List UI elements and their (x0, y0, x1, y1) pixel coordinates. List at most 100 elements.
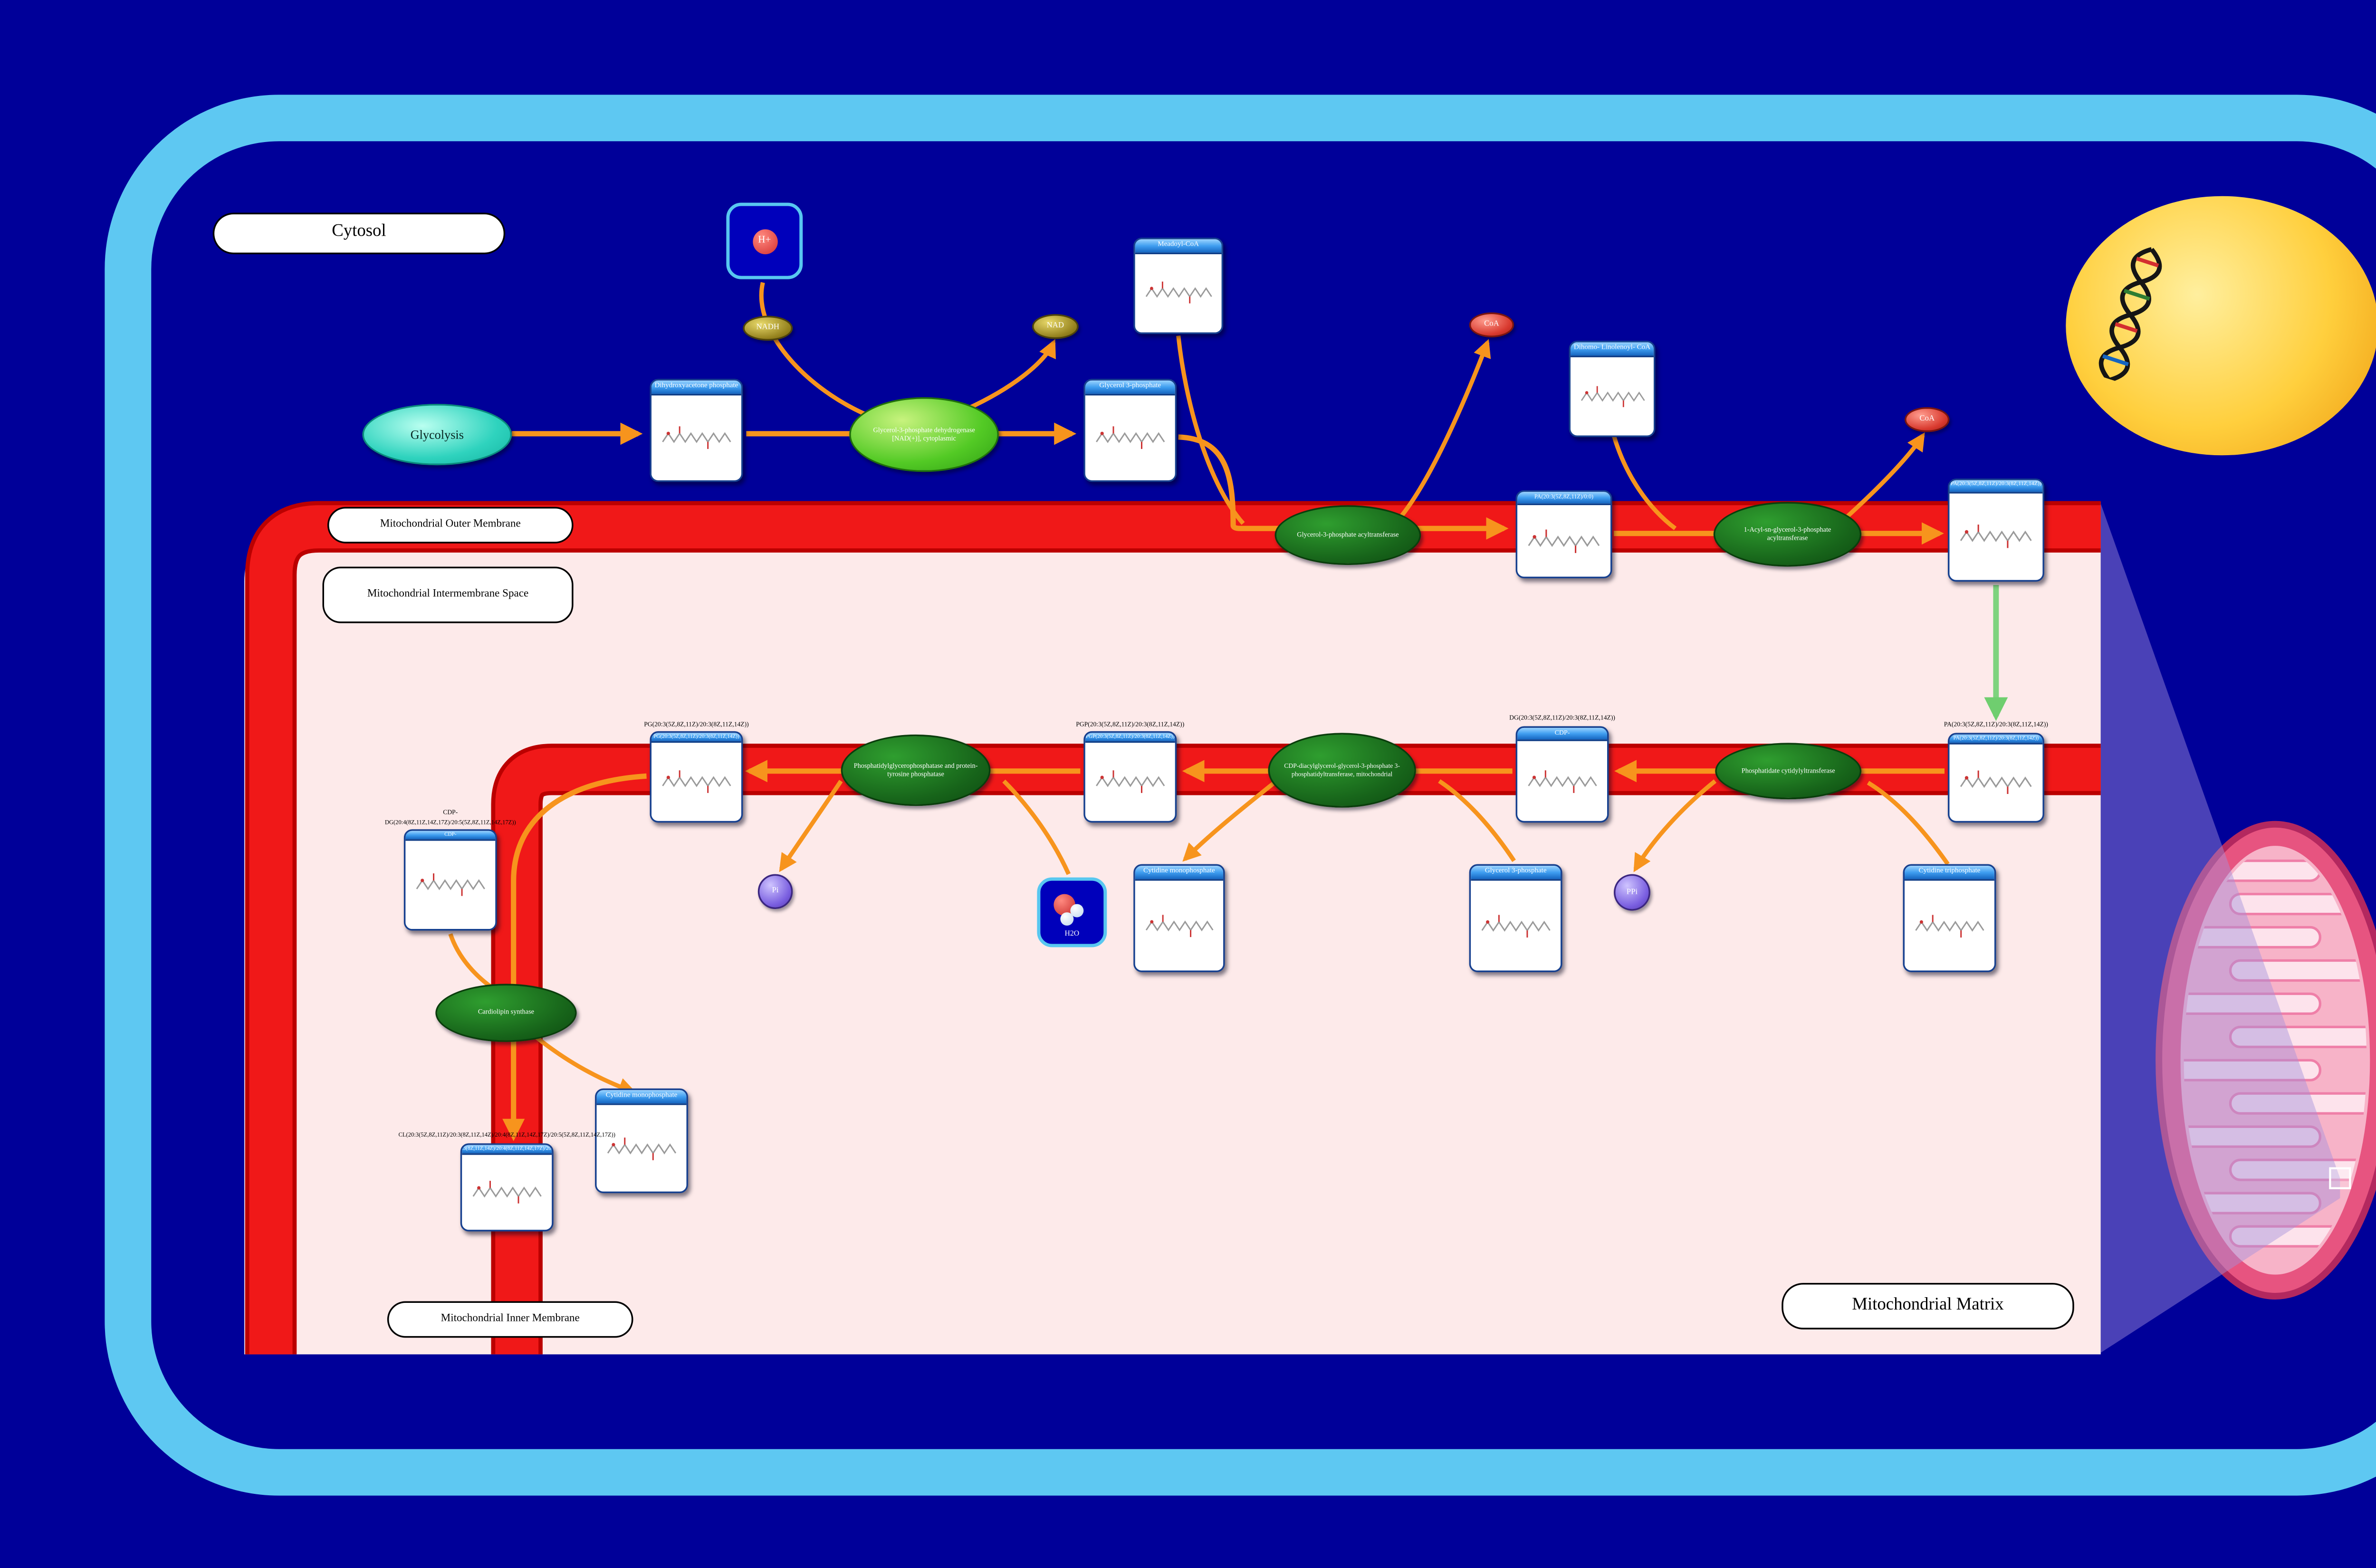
intermembrane-space-label-text: Mitochondrial Intermembrane Space (367, 588, 529, 601)
chemical-structure (1517, 505, 1610, 577)
metabolite-pg-header: PG(20:3(5Z,8Z,11Z)/20:3(8Z,11Z,14Z)) (651, 733, 741, 744)
metabolite-g3p-matrix[interactable]: Glycerol 3-phosphate (1469, 864, 1562, 972)
nad-badge[interactable]: NAD (1032, 314, 1079, 339)
metabolite-pa-matrix-outside-label: PA(20:3(5Z,8Z,11Z)/20:3(8Z,11Z,14Z)) (1944, 720, 2048, 727)
enzyme-gpd1-label: Glycerol-3-phosphate dehydrogenase [NAD(… (873, 425, 975, 441)
water-node[interactable]: H2O (1037, 877, 1107, 947)
nad-label: NAD (1046, 322, 1064, 331)
enzyme-cds[interactable]: Phosphatidate cytidylyltransferase (1715, 743, 1862, 800)
glycolysis-label: Glycolysis (410, 427, 464, 442)
metabolite-cdp-dg[interactable]: CDP- (1515, 726, 1609, 823)
enzyme-gpat-label: Glycerol-3-phosphate acyltransferase (1297, 529, 1399, 538)
metabolite-cardiolipin[interactable]: CL(20:3(5Z,8Z,11Z)/20:3(8Z,11Z,14Z)/20:4… (460, 1143, 554, 1232)
metabolite-lpa-label: PA(20:3(5Z,8Z,11Z)/0:0) (1517, 492, 1610, 505)
metabolite-cdp-dg-2[interactable]: CDP- (403, 829, 497, 931)
inner-membrane-band (491, 744, 2101, 1355)
coa-badge-2[interactable]: CoA (1905, 407, 1950, 432)
metabolite-meadoyl-coa[interactable]: Meadoyl-CoA (1133, 238, 1224, 334)
chemical-structure (651, 395, 741, 480)
metabolite-dhap-label: Dihydroxyacetone phosphate (651, 380, 741, 395)
metabolite-pa-cytosolic[interactable]: PA(20:3(5Z,8Z,11Z)/20:3(8Z,11Z,14Z)) (1947, 478, 2044, 582)
chemical-structure (1135, 880, 1224, 971)
chemical-structure (1949, 745, 2043, 821)
metabolite-dhap[interactable]: Dihydroxyacetone phosphate (650, 379, 743, 482)
coa-1-label: CoA (1484, 320, 1499, 329)
outer-membrane-label: Mitochondrial Outer Membrane (327, 507, 574, 544)
dna-icon (2098, 247, 2162, 382)
enzyme-pgps-label: CDP-diacylglycerol-glycerol-3-phosphate … (1284, 762, 1400, 777)
metabolite-lpa[interactable]: PA(20:3(5Z,8Z,11Z)/0:0) (1515, 490, 1612, 579)
chemical-structure (1571, 356, 1654, 436)
ppi-label: PPi (1626, 888, 1638, 897)
metabolite-pgp-header: PGP(20:3(5Z,8Z,11Z)/20:3(8Z,11Z,14Z)) (1085, 733, 1175, 744)
metabolite-dihomo-linolenoyl-coa[interactable]: Dihomo- Linolenoyl- CoA (1569, 340, 1656, 437)
water-molecule-icon: H2O (1049, 889, 1095, 937)
coa-badge-1[interactable]: CoA (1469, 312, 1514, 337)
enzyme-gpd1[interactable]: Glycerol-3-phosphate dehydrogenase [NAD(… (849, 397, 999, 472)
metabolite-dihomo-coa-label: Dihomo- Linolenoyl- CoA (1571, 342, 1654, 357)
cytosol-label: Cytosol (212, 212, 506, 255)
chemical-structure (462, 1155, 552, 1230)
metabolite-cmp-1[interactable]: Cytidine monophosphate (1133, 864, 1225, 972)
enzyme-cds-label: Phosphatidate cytidylyltransferase (1741, 765, 1835, 774)
proton-label: H+ (758, 236, 771, 246)
matrix-label: Mitochondrial Matrix (1782, 1282, 2074, 1329)
chemical-structure (596, 1104, 687, 1192)
glycolysis-node[interactable]: Glycolysis (362, 403, 512, 466)
nadh-label: NADH (756, 324, 780, 333)
outer-membrane-label-text: Mitochondrial Outer Membrane (380, 518, 521, 531)
chemical-structure (1517, 742, 1607, 821)
metabolite-ctp[interactable]: Cytidine triphosphate (1903, 864, 1996, 972)
enzyme-pgps[interactable]: CDP-diacylglycerol-glycerol-3-phosphate … (1268, 733, 1416, 808)
enzyme-cardiolipin-synthase[interactable]: Cardiolipin synthase (435, 984, 577, 1042)
enzyme-agpat[interactable]: 1-Acyl-sn-glycerol-3-phosphate acyltrans… (1713, 502, 1862, 567)
metabolite-cmp-2[interactable]: Cytidine monophosphate (595, 1088, 688, 1194)
ppi-badge[interactable]: PPi (1613, 874, 1650, 911)
metabolite-cdp-dg-outside-label: DG(20:3(5Z,8Z,11Z)/20:3(8Z,11Z,14Z)) (1509, 714, 1615, 721)
matrix-label-text: Mitochondrial Matrix (1852, 1296, 2004, 1315)
enzyme-ptpmt1-label: Phosphatidylglycerophosphatase and prote… (853, 760, 978, 777)
metabolite-pgp-outside-label: PGP(20:3(5Z,8Z,11Z)/20:3(8Z,11Z,14Z)) (1076, 720, 1185, 727)
enzyme-ptpmt1[interactable]: Phosphatidylglycerophosphatase and prote… (841, 734, 991, 806)
metabolite-pa-label: PA(20:3(5Z,8Z,11Z)/20:3(8Z,11Z,14Z)) (1949, 480, 2043, 493)
metabolite-pg-outside-label: PG(20:3(5Z,8Z,11Z)/20:3(8Z,11Z,14Z)) (644, 720, 749, 727)
cytosol-label-text: Cytosol (332, 223, 386, 242)
metabolite-g3p[interactable]: Glycerol 3-phosphate (1083, 379, 1177, 482)
chemical-structure (1085, 743, 1175, 821)
metabolite-cardiolipin-header: CL(20:3(5Z,8Z,11Z)/20:3(8Z,11Z,14Z)/20:4… (462, 1145, 552, 1156)
chemical-structure (1905, 880, 1994, 971)
pi-badge[interactable]: Pi (757, 874, 793, 909)
metabolite-pg[interactable]: PG(20:3(5Z,8Z,11Z)/20:3(8Z,11Z,14Z)) (650, 731, 743, 823)
chemical-structure (1085, 395, 1175, 480)
metabolite-cardiolipin-outside-label: CL(20:3(5Z,8Z,11Z)/20:3(8Z,11Z,14Z)/20:4… (398, 1131, 615, 1138)
enzyme-gpat[interactable]: Glycerol-3-phosphate acyltransferase (1274, 505, 1421, 565)
metabolite-cdp-dg-header: CDP- (1517, 727, 1607, 742)
metabolite-cmp-1-label: Cytidine monophosphate (1135, 866, 1224, 880)
coa-2-label: CoA (1919, 415, 1935, 424)
pi-label: Pi (772, 887, 779, 896)
inner-membrane-label-text: Mitochondrial Inner Membrane (441, 1313, 580, 1325)
nadh-badge[interactable]: NADH (743, 316, 793, 341)
metabolite-meadoyl-coa-label: Meadoyl-CoA (1135, 239, 1222, 254)
metabolite-ctp-label: Cytidine triphosphate (1905, 866, 1994, 880)
metabolite-pa-matrix[interactable]: PA(20:3(5Z,8Z,11Z)/20:3(8Z,11Z,14Z)) (1947, 733, 2044, 823)
metabolite-g3p-label: Glycerol 3-phosphate (1085, 380, 1175, 395)
metabolite-pa-matrix-header: PA(20:3(5Z,8Z,11Z)/20:3(8Z,11Z,14Z)) (1949, 734, 2043, 745)
chemical-structure (1949, 493, 2043, 580)
zoom-source-square (2329, 1167, 2351, 1189)
nucleus (2066, 196, 2376, 456)
proton-icon: H+ (752, 228, 777, 254)
chemical-structure (1135, 254, 1222, 333)
metabolite-cdp-dg2-outside-label-2: DG(20:4(8Z,11Z,14Z,17Z)/20:5(5Z,8Z,11Z,1… (384, 818, 516, 825)
metabolite-cdp-dg2-outside-label-1: CDP- (443, 809, 458, 816)
metabolite-pgp[interactable]: PGP(20:3(5Z,8Z,11Z)/20:3(8Z,11Z,14Z)) (1083, 731, 1177, 823)
proton-node[interactable]: H+ (726, 202, 803, 279)
metabolite-g3p-matrix-label: Glycerol 3-phosphate (1471, 866, 1561, 880)
enzyme-agpat-label: 1-Acyl-sn-glycerol-3-phosphate acyltrans… (1744, 525, 1831, 541)
chemical-structure (405, 841, 496, 929)
metabolite-cdp-dg2-header: CDP- (405, 831, 496, 841)
chemical-structure (1471, 880, 1561, 971)
